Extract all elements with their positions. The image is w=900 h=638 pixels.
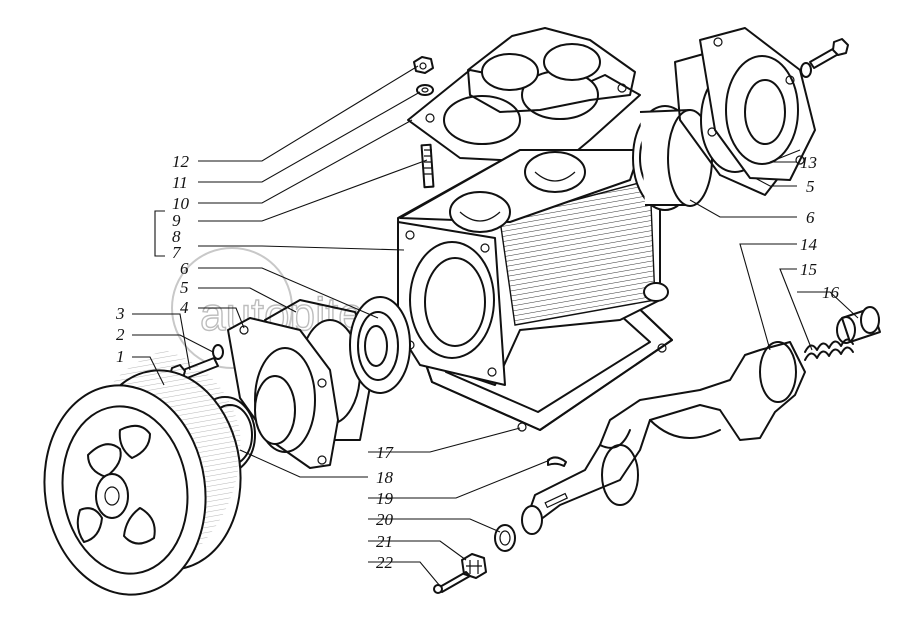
label-12: 12 <box>172 152 190 171</box>
spring <box>804 338 854 361</box>
label-5-right: 5 <box>806 177 815 196</box>
label-3: 3 <box>115 304 125 323</box>
pulley <box>43 350 242 596</box>
label-5-left: 5 <box>180 278 189 297</box>
label-1: 1 <box>116 347 125 366</box>
crankshaft <box>521 341 806 535</box>
castle-nut <box>461 553 487 579</box>
nut-and-washer <box>413 56 434 96</box>
label-10: 10 <box>172 194 190 213</box>
label-6-left: 6 <box>180 259 189 278</box>
front-cover <box>227 317 339 469</box>
label-11: 11 <box>172 173 188 192</box>
label-19: 19 <box>376 489 394 508</box>
label-21: 21 <box>376 532 393 551</box>
rear-cover-bolt <box>800 38 849 78</box>
rear-cover <box>699 27 816 181</box>
label-17: 17 <box>376 443 395 462</box>
label-16: 16 <box>822 283 840 302</box>
label-20: 20 <box>376 510 394 529</box>
label-13: 13 <box>800 153 817 172</box>
crankcase-block <box>397 149 669 386</box>
cotter-pin <box>433 571 471 594</box>
key <box>547 456 567 467</box>
label-14: 14 <box>800 235 818 254</box>
valve-plate-gasket <box>467 27 636 113</box>
label-6-right: 6 <box>806 208 815 227</box>
label-2: 2 <box>116 325 125 344</box>
label-9: 9 <box>172 211 181 230</box>
stud <box>420 143 435 189</box>
leader-lines <box>132 65 859 587</box>
label-4: 4 <box>180 298 189 317</box>
label-7: 7 <box>172 243 182 262</box>
label-8: 8 <box>172 227 181 246</box>
lock-washer <box>494 524 516 552</box>
part-labels: 12 11 10 9 8 7 6 5 4 3 2 1 13 5 6 14 15 … <box>115 152 840 572</box>
label-15: 15 <box>800 260 817 279</box>
bushing <box>836 306 881 344</box>
front-bearing <box>349 296 411 394</box>
label-18: 18 <box>376 468 394 487</box>
label-22: 22 <box>376 553 394 572</box>
